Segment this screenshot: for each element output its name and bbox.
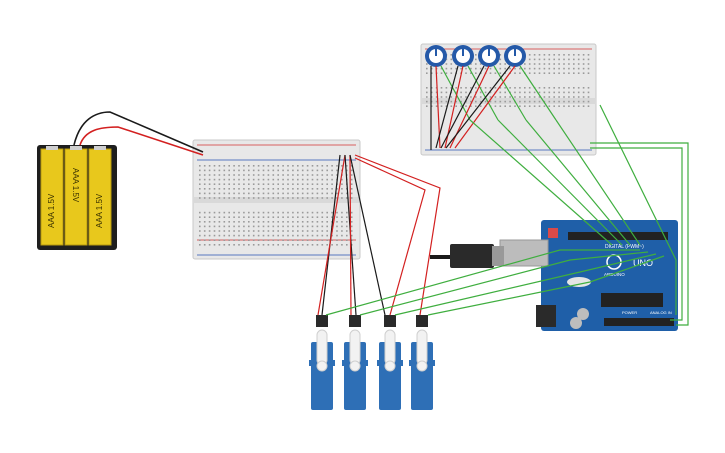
potentiometer-4[interactable] xyxy=(504,45,526,67)
arduino-digital-header: DIGITAL (PWM~) xyxy=(605,244,644,250)
battery-wire-red[interactable] xyxy=(79,126,204,156)
signal-wires xyxy=(325,104,689,326)
usb-cable[interactable] xyxy=(430,244,504,268)
battery-cell-1-label: AAA 1.5V xyxy=(47,193,56,228)
battery-pack[interactable]: AAA 1.5V AAA 1.5V AAA 1.5V xyxy=(37,145,117,250)
servo-4[interactable] xyxy=(409,315,435,410)
potentiometer-3[interactable] xyxy=(478,45,500,67)
arduino-analog-header: ANALOG IN xyxy=(650,310,672,315)
servo-3[interactable] xyxy=(377,315,403,410)
battery-cell-3-label: AAA 1.5V xyxy=(95,193,104,228)
potentiometer-wires xyxy=(430,65,557,150)
battery-wire-black[interactable] xyxy=(73,111,204,153)
battery-cell-2-label: AAA 1.5V xyxy=(71,168,80,203)
potentiometer-1[interactable] xyxy=(425,45,447,67)
servo-wires xyxy=(317,154,441,316)
arduino-uno[interactable]: DIGITAL (PWM~) UNO ARDUINO POWER ANALOG … xyxy=(499,220,678,331)
battery-cell-2: AAA 1.5V xyxy=(64,146,88,246)
breadboard-large[interactable] xyxy=(192,139,361,260)
potentiometer-2[interactable] xyxy=(452,45,474,67)
battery-cell-1: AAA 1.5V xyxy=(40,146,64,246)
servo-2[interactable] xyxy=(342,315,368,410)
servo-1[interactable] xyxy=(309,315,335,410)
arduino-brand: ARDUINO xyxy=(604,272,625,277)
arduino-power-header: POWER xyxy=(622,310,637,315)
battery-cell-3: AAA 1.5V xyxy=(88,146,112,246)
